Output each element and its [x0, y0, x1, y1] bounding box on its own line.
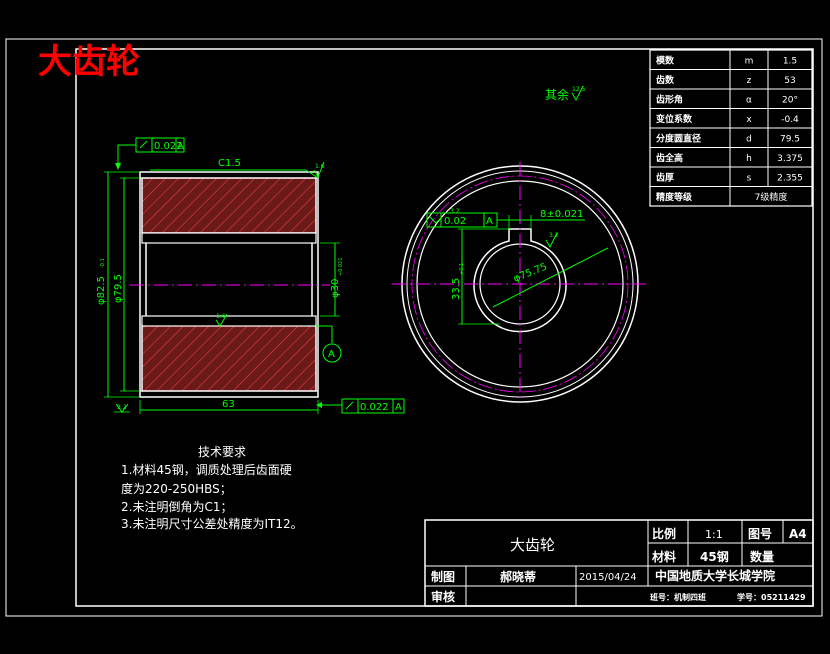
bore-keyway: [473, 228, 567, 333]
tol-left-value: 0.022: [154, 141, 183, 152]
tolerance-frame-right: 0.022 A: [316, 398, 405, 414]
param-symbol: s: [747, 174, 752, 184]
side-tol-value: 0.02: [444, 216, 466, 227]
roughness-note-text: 其余: [545, 87, 569, 102]
dim-bore-tol: +0.021: [338, 257, 344, 276]
tb-material-value: 45钢: [700, 549, 729, 564]
datum-label: A: [328, 349, 335, 360]
tol-left-datum: A: [177, 141, 184, 152]
rough-mid: 1.6: [216, 313, 226, 320]
tech-req-title: 技术要求: [198, 445, 246, 459]
tolerance-frame-left: 0.022 A: [115, 137, 185, 170]
outer-frame: [5, 38, 823, 617]
param-name: 变位系数: [656, 113, 693, 125]
datum-circle: [322, 343, 342, 363]
tech-req-line-3: 2.未注明倒角为C1；: [121, 499, 232, 514]
param-symbol: m: [745, 57, 754, 67]
tb-material-label: 材料: [651, 549, 676, 564]
tb-scale-label: 比例: [652, 526, 676, 541]
tech-req-line-1: 1.材料45钢，调质处理后齿面硬: [121, 463, 292, 477]
param-symbol: h: [746, 154, 752, 164]
parameter-table: 模数 m 1.5 齿数 z 53 齿形角 α 20° 变位系数 x -0.4 分度圆直径 d 79.5 齿全高…: [649, 49, 813, 207]
rough-top: 1.6: [315, 163, 325, 170]
tb-class-info: 班号：机制四班: [650, 592, 706, 602]
param-value: 1.5: [783, 57, 797, 67]
param-name: 齿数: [656, 74, 675, 86]
tb-school: 中国地质大学长城学院: [655, 568, 775, 583]
param-value: 2.355: [777, 174, 803, 184]
param-name: 精度等级: [656, 191, 693, 203]
param-value: -0.4: [781, 115, 799, 125]
tol-right-value: 0.022: [360, 402, 389, 413]
dim-pitch-dia: φ79.5: [113, 274, 124, 303]
chamfer-label: C1.5: [218, 158, 241, 169]
keyway-depth: 33.5: [451, 278, 462, 300]
tb-part-name: 大齿轮: [510, 536, 555, 554]
title-block: 大齿轮 比例 1:1 图号 A4 材料 45钢 数量 制图 郝晓蒂 2015/0…: [424, 519, 814, 607]
param-symbol: x: [746, 115, 752, 125]
dim-outer-dia: φ82.5: [96, 276, 107, 305]
gear-section-top: [141, 177, 317, 234]
param-symbol: d: [746, 135, 752, 145]
tb-student-id: 学号：05211429: [737, 592, 806, 602]
keyway-depth-tol: +0.1: [459, 263, 465, 275]
tb-drawing-no-value: A4: [789, 527, 807, 541]
bore-bottom-band: [141, 315, 317, 327]
param-name: 齿厚: [656, 172, 674, 184]
param-value: 79.5: [780, 135, 800, 145]
side-rough-2: 3.2: [549, 232, 559, 239]
rough-bottom: 3.2: [117, 404, 127, 411]
technical-requirements: 技术要求 1.材料45钢，调质处理后齿面硬 度为220-250HBS； 2.未注…: [121, 445, 303, 531]
tb-drawn-date: 2015/04/24: [579, 572, 637, 583]
tb-review-label: 审核: [431, 589, 455, 604]
side-view: 3.2 0.02 A 8±0.021 3.2 33.5 +0.1 φ75.75: [392, 162, 648, 403]
tb-drawn-name: 郝晓蒂: [500, 569, 536, 584]
front-view: φ82.5 -0.1 φ79.5 0.022 A C1.5 1.6 1.6 φ3…: [96, 137, 405, 414]
param-name: 齿全高: [656, 152, 683, 164]
tb-drawn-label: 制图: [431, 569, 455, 584]
dim-bore: φ30: [330, 279, 341, 298]
roughness-note: 其余 12.5: [545, 85, 586, 102]
tb-scale-value: 1:1: [705, 528, 723, 541]
param-value: 20°: [782, 96, 798, 106]
gear-section-bottom: [141, 324, 317, 392]
tb-drawing-no-label: 图号: [748, 526, 772, 541]
param-symbol: z: [747, 76, 752, 86]
big-red-title: 大齿轮: [38, 42, 140, 82]
param-symbol: α: [746, 96, 752, 106]
bore-top-band: [141, 232, 317, 244]
param-name: 分度圆直径: [656, 133, 701, 145]
tol-right-datum: A: [395, 402, 402, 413]
side-rough: 3.2: [450, 208, 460, 215]
param-value: 53: [784, 76, 795, 86]
param-name: 齿形角: [656, 94, 683, 106]
param-name: 模数: [656, 55, 675, 67]
dim-width: 63: [222, 399, 235, 410]
param-value: 3.375: [777, 154, 803, 164]
keyway-width: 8±0.021: [540, 209, 583, 220]
tb-quantity-label: 数量: [750, 549, 774, 564]
tech-req-line-4: 3.未注明尺寸公差处精度为IT12。: [121, 516, 303, 531]
roughness-note-value: 12.5: [572, 86, 586, 93]
side-tol-datum: A: [486, 216, 493, 227]
param-value: 7级精度: [755, 191, 788, 203]
dim-outer-tol: -0.1: [100, 258, 106, 268]
tech-req-line-2: 度为220-250HBS；: [121, 481, 232, 496]
